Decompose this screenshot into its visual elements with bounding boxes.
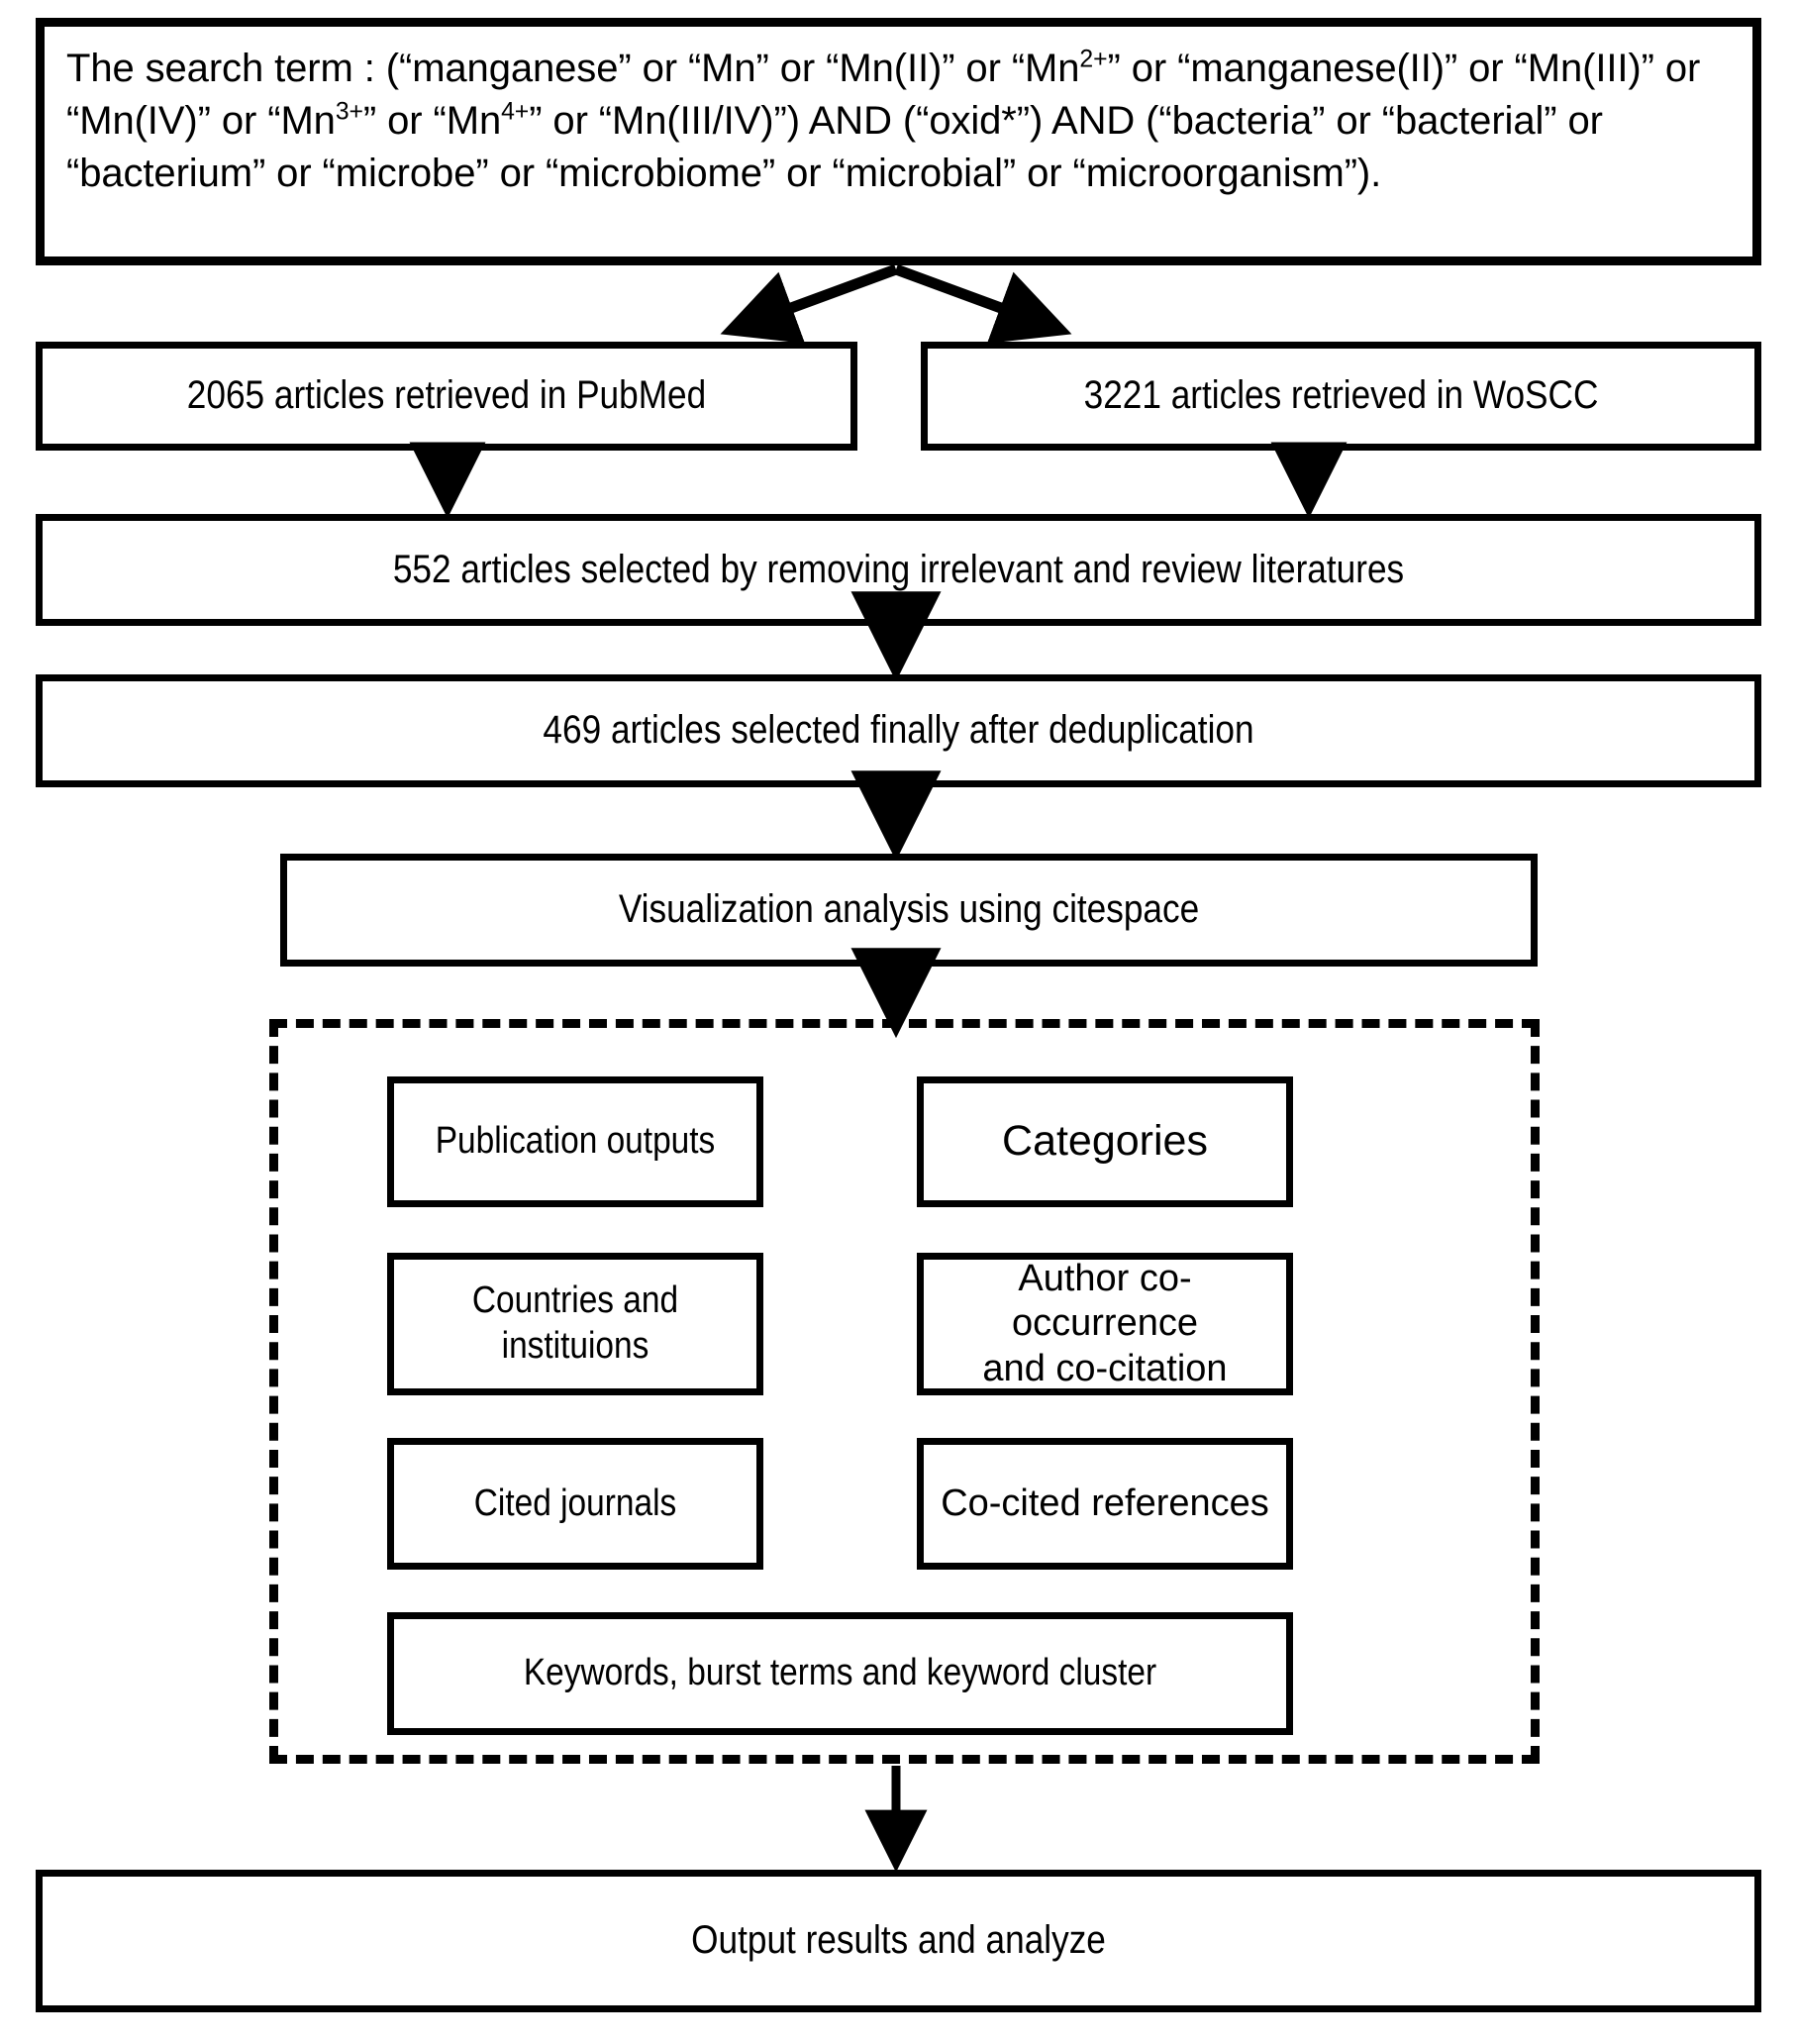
visualization-analysis-box: Visualization analysis using citespace	[280, 854, 1538, 967]
search-term-line2-a: or “Mn(IV)” or “Mn	[66, 47, 1701, 143]
woscc-results-label: 3221 articles retrieved in WoSCC	[1083, 373, 1599, 418]
authors-line1: Author co-occurrence	[1012, 1257, 1198, 1345]
search-term-box: The search term : (“manganese” or “Mn” o…	[36, 18, 1761, 265]
countries-line1: Countries and	[471, 1279, 679, 1322]
visualization-analysis-label: Visualization analysis using citespace	[618, 887, 1200, 932]
screening-step1-box: 552 articles selected by removing irrele…	[36, 514, 1761, 626]
arrow-search-to-woscc	[894, 263, 1072, 344]
pubmed-results-box: 2065 articles retrieved in PubMed	[36, 342, 857, 451]
arrow-search-to-pubmed	[720, 263, 898, 344]
output-results-box: Output results and analyze	[36, 1870, 1761, 2012]
output-results-label: Output results and analyze	[691, 1918, 1106, 1963]
search-term-line1-b: ” or “manganese(II)” or “Mn(III)”	[1107, 47, 1654, 90]
analysis-dashed-container: Publication outputs Categories Countries…	[269, 1019, 1540, 1764]
keywords-label: Keywords, burst terms and keyword cluste…	[523, 1652, 1157, 1694]
search-term-superscript-4plus: 4+	[501, 98, 530, 126]
analysis-item-keywords: Keywords, burst terms and keyword cluste…	[387, 1612, 1293, 1735]
analysis-item-cited-journals: Cited journals	[387, 1438, 763, 1570]
screening-step1-label: 552 articles selected by removing irrele…	[392, 547, 1405, 591]
search-term-superscript-3plus: 3+	[335, 98, 363, 126]
analysis-item-cocited-references: Co-cited references	[917, 1438, 1293, 1570]
search-term-text: The search term : (“manganese” or “Mn” o…	[45, 27, 1752, 199]
search-term-line2-c: ” or “Mn(III/IV)”) AND (“oxid*”) AND (“b…	[529, 98, 1603, 143]
cited-journals-label: Cited journals	[473, 1482, 677, 1524]
countries-line2: instituions	[501, 1325, 649, 1367]
woscc-results-box: 3221 articles retrieved in WoSCC	[921, 342, 1761, 451]
analysis-item-categories: Categories	[917, 1076, 1293, 1207]
search-term-line2-b: ” or “Mn	[362, 98, 502, 143]
screening-step2-label: 469 articles selected finally after dedu…	[543, 708, 1254, 753]
search-term-line3: “bacterium” or “microbe” or “microbiome”…	[66, 151, 1382, 195]
authors-line2: and co-citation	[982, 1347, 1228, 1389]
categories-label: Categories	[1002, 1117, 1208, 1166]
search-term-line1-a: The search term : (“manganese” or “Mn” o…	[66, 47, 1080, 90]
publication-outputs-label: Publication outputs	[435, 1120, 716, 1163]
screening-step2-box: 469 articles selected finally after dedu…	[36, 674, 1761, 787]
pubmed-results-label: 2065 articles retrieved in PubMed	[186, 373, 707, 418]
analysis-item-publication-outputs: Publication outputs	[387, 1076, 763, 1207]
search-term-superscript-2plus: 2+	[1079, 46, 1108, 73]
cocited-references-label: Co-cited references	[941, 1482, 1269, 1524]
